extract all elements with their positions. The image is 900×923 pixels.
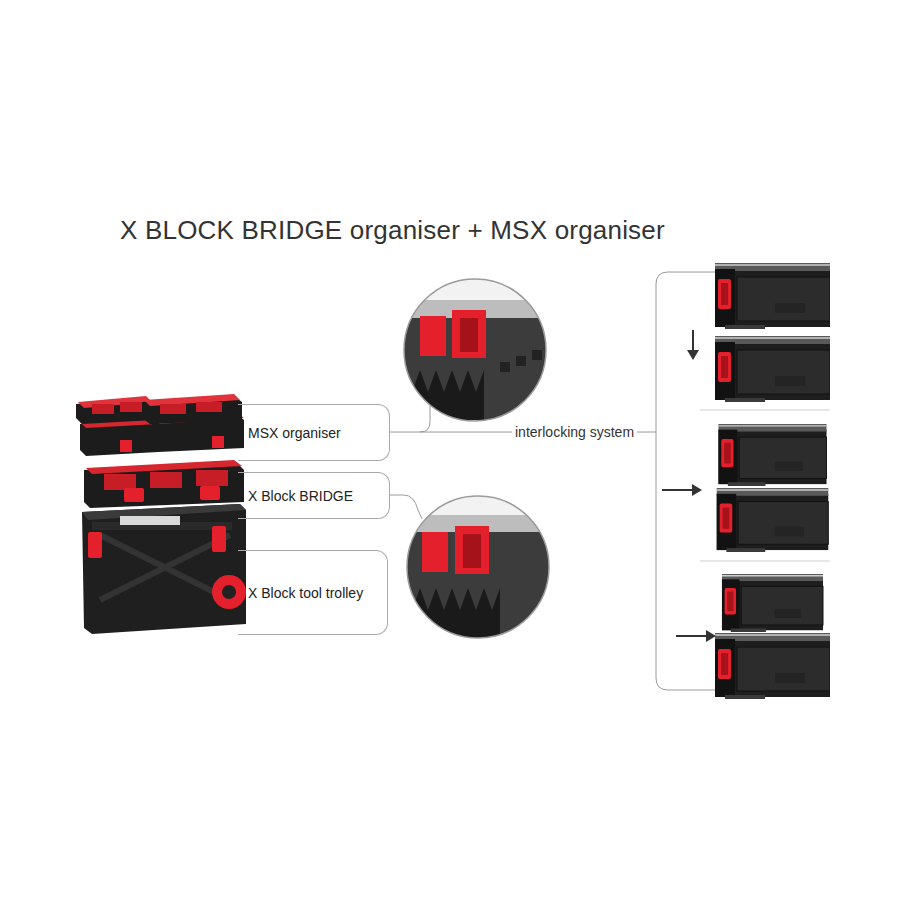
product-label-box: MSX organiser	[238, 404, 390, 461]
tool-trolley	[82, 504, 246, 634]
bridge-organiser	[84, 460, 244, 508]
zoom-detail	[400, 279, 560, 640]
diagram-title: X BLOCK BRIDGE organiser + MSX organiser	[120, 215, 665, 246]
callout-label: interlocking system	[512, 424, 637, 440]
product-label-box: X Block tool trolley	[238, 550, 388, 635]
stacking-sequence	[662, 263, 830, 699]
product-name: X Block BRIDGE	[238, 488, 361, 504]
leader-line	[390, 495, 422, 519]
product-name: MSX organiser	[238, 425, 349, 441]
leader-line	[420, 406, 430, 432]
product-name: X Block tool trolley	[238, 585, 371, 601]
msx-organisers	[76, 394, 244, 456]
bracket	[656, 272, 716, 690]
product-label-box: X Block BRIDGE	[238, 472, 390, 519]
